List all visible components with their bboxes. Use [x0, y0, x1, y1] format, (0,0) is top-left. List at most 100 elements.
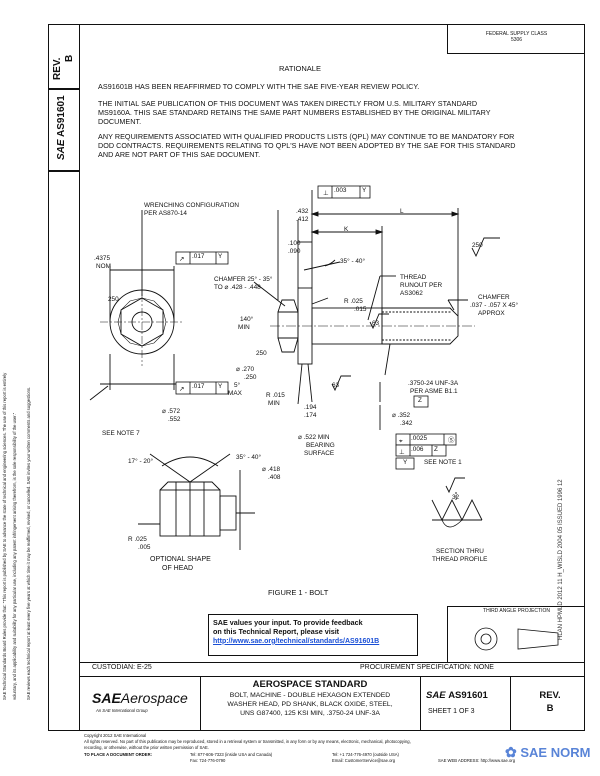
- label-thread-runout-3: AS3062: [400, 290, 423, 297]
- sae-norm-watermark: ✿ SAE NORM: [505, 744, 591, 760]
- label-chamfer2-b: .037 - .057 X 45°: [470, 302, 519, 309]
- label-see-note-7: SEE NOTE 7: [102, 430, 140, 437]
- angle-35-40-top: 35° - 40°: [340, 258, 366, 265]
- footer-email: Email: CustomerService@sae.org: [332, 758, 396, 763]
- dim-090: .090: [288, 248, 301, 255]
- footer-fax: Fax: 724-776-0790: [190, 758, 226, 763]
- doc-sae: SAE: [426, 690, 446, 701]
- footer-web: SAE WEB ADDRESS: http://www.sae.org: [438, 758, 516, 763]
- procurement: PROCUREMENT SPECIFICATION: NONE: [360, 664, 494, 671]
- svg-text:↗: ↗: [179, 386, 184, 393]
- doc-number-value: AS91601: [448, 690, 488, 701]
- title-block-divider: [80, 676, 585, 677]
- fcf-017-bottom: .017: [192, 383, 205, 390]
- dim-270: ⌀ .270: [236, 366, 255, 373]
- feedback-link[interactable]: http://www.sae.org/technical/standards/A…: [213, 637, 380, 645]
- title-block: [80, 662, 585, 731]
- dim-4375: .4375: [94, 255, 110, 262]
- finish-32: 32: [452, 494, 460, 501]
- angle-5: 5°: [234, 382, 241, 389]
- standard-title-3: UNS G87400, 125 KSI MIN, .3750-24 UNF-3A: [240, 710, 380, 717]
- fcf-runout-top: [175, 251, 229, 265]
- left-doc-number: SAE AS91601: [56, 95, 67, 160]
- dim-l: L: [400, 208, 404, 215]
- sae-aerospace-logo: SAEAerospace: [92, 690, 188, 706]
- watermark-icon: ✿: [505, 744, 517, 760]
- label-chamfer-25-35: CHAMFER 25° - 35°: [214, 276, 273, 283]
- dim-r015: .015: [354, 306, 367, 313]
- dim-r015-min-label: MIN: [268, 400, 280, 407]
- feedback-line-1: SAE values your input. To provide feedba…: [213, 618, 363, 627]
- fcf-runout-bottom: [175, 381, 229, 395]
- standard-title-1: BOLT, MACHINE - DOUBLE HEXAGON EXTENDED: [229, 692, 391, 699]
- title-block-doc-divider: [420, 676, 421, 731]
- left-rev-divider: [48, 88, 80, 90]
- thread-profile: [431, 498, 483, 522]
- bolt-drawing: ⊥ ↗ ↗ ⌖ ⊥ Ⓢ: [89, 185, 500, 550]
- finish-63-b: 63: [332, 382, 340, 389]
- dim-194: .194: [304, 404, 317, 411]
- datum-z-label: Z: [418, 397, 422, 404]
- angle-5-max: MAX: [228, 390, 242, 397]
- fcf-flatness: [317, 185, 371, 199]
- rationale-title: RATIONALE: [279, 64, 321, 73]
- title-block-logo-divider: [200, 676, 201, 731]
- svg-text:⌖: ⌖: [399, 438, 403, 445]
- fcf-flatness-value: .003: [334, 187, 347, 194]
- custodian: CUSTODIAN: E-25: [92, 664, 152, 671]
- dim-412: .412: [296, 216, 309, 223]
- fcf-017-top-datum: Y: [218, 253, 223, 260]
- svg-text:⊥: ⊥: [323, 190, 329, 197]
- fcf-017-top: .017: [192, 253, 205, 260]
- label-thread-per: PER ASME B1.1: [410, 388, 458, 395]
- bolt-thread: [381, 307, 459, 345]
- label-wrenching-per: PER AS870-14: [144, 210, 187, 217]
- angle-140: 140°: [240, 316, 254, 323]
- dim-408: .408: [268, 474, 281, 481]
- left-margin-notice-2: voluntary, and its applicability and sui…: [12, 412, 17, 700]
- datum-y: [395, 457, 415, 470]
- dim-k: K: [344, 226, 349, 233]
- projection-symbol: [474, 627, 559, 651]
- label-thread-runout: THREAD: [400, 274, 427, 281]
- dim-418: ⌀ .418: [262, 466, 281, 473]
- rationale-paragraph-2: THE INITIAL SAE PUBLICATION OF THIS DOCU…: [98, 99, 491, 126]
- standard-heading: AEROSPACE STANDARD: [252, 679, 368, 690]
- label-bearing-3: SURFACE: [304, 450, 335, 457]
- left-doc-divider: [48, 170, 80, 172]
- figure-caption: FIGURE 1 - BOLT: [268, 588, 329, 597]
- datum-y-label: Y: [403, 459, 408, 466]
- dim-250: .250: [244, 374, 257, 381]
- footer-tel-2: Tel: +1 724-776-4970 (outside USA): [332, 752, 399, 757]
- label-bearing-2: BEARING: [306, 442, 335, 449]
- fcf-flatness-datum: Y: [362, 187, 367, 194]
- footer-copyright: Copyright 2012 SAE International: [84, 733, 147, 738]
- label-wrenching: WRENCHING CONFIGURATION: [144, 202, 240, 209]
- projection-box: THIRD ANGLE PROJECTION: [447, 606, 585, 662]
- bolt-head-side: [277, 311, 299, 339]
- feedback-line-2: on this Technical Report, please visit: [213, 627, 340, 637]
- label-chamfer2: CHAMFER: [478, 294, 510, 301]
- rationale-paragraph-1: AS91601B HAS BEEN REAFFIRMED TO COMPLY W…: [98, 82, 420, 91]
- label-optional-1: OPTIONAL SHAPE: [150, 556, 211, 563]
- label-chamfer-to: TO ⌀ .428 - .448: [214, 284, 261, 291]
- label-optional-2: OF HEAD: [162, 565, 194, 572]
- rev-value: B: [546, 703, 554, 714]
- fsc-label: FEDERAL SUPPLY CLASS: [485, 31, 548, 37]
- left-margin-notice-1: SAE Technical Standards Board Rules prov…: [2, 372, 7, 700]
- sheet-number: SHEET 1 OF 3: [428, 708, 475, 715]
- dim-432: .432: [296, 208, 309, 215]
- dim-572: ⌀ .572: [162, 408, 181, 415]
- footer-rights-2: recording, or otherwise, without the pri…: [84, 745, 209, 750]
- label-section-1: SECTION THRU: [436, 548, 484, 555]
- logo-sae: SAE: [92, 690, 121, 706]
- drawing-frame: [48, 24, 585, 731]
- finish-250-right: 250: [472, 242, 483, 249]
- dim-174: .174: [304, 412, 317, 419]
- dim-r025-b: R .025: [128, 536, 147, 543]
- dim-r005: .005: [138, 544, 151, 551]
- fcf-perp-value: .006: [411, 446, 424, 453]
- svg-text:Ⓢ: Ⓢ: [448, 436, 455, 444]
- left-margin-notice-3: SAE reviews each technical report at lea…: [26, 386, 31, 700]
- rev-label: REV.: [539, 690, 561, 701]
